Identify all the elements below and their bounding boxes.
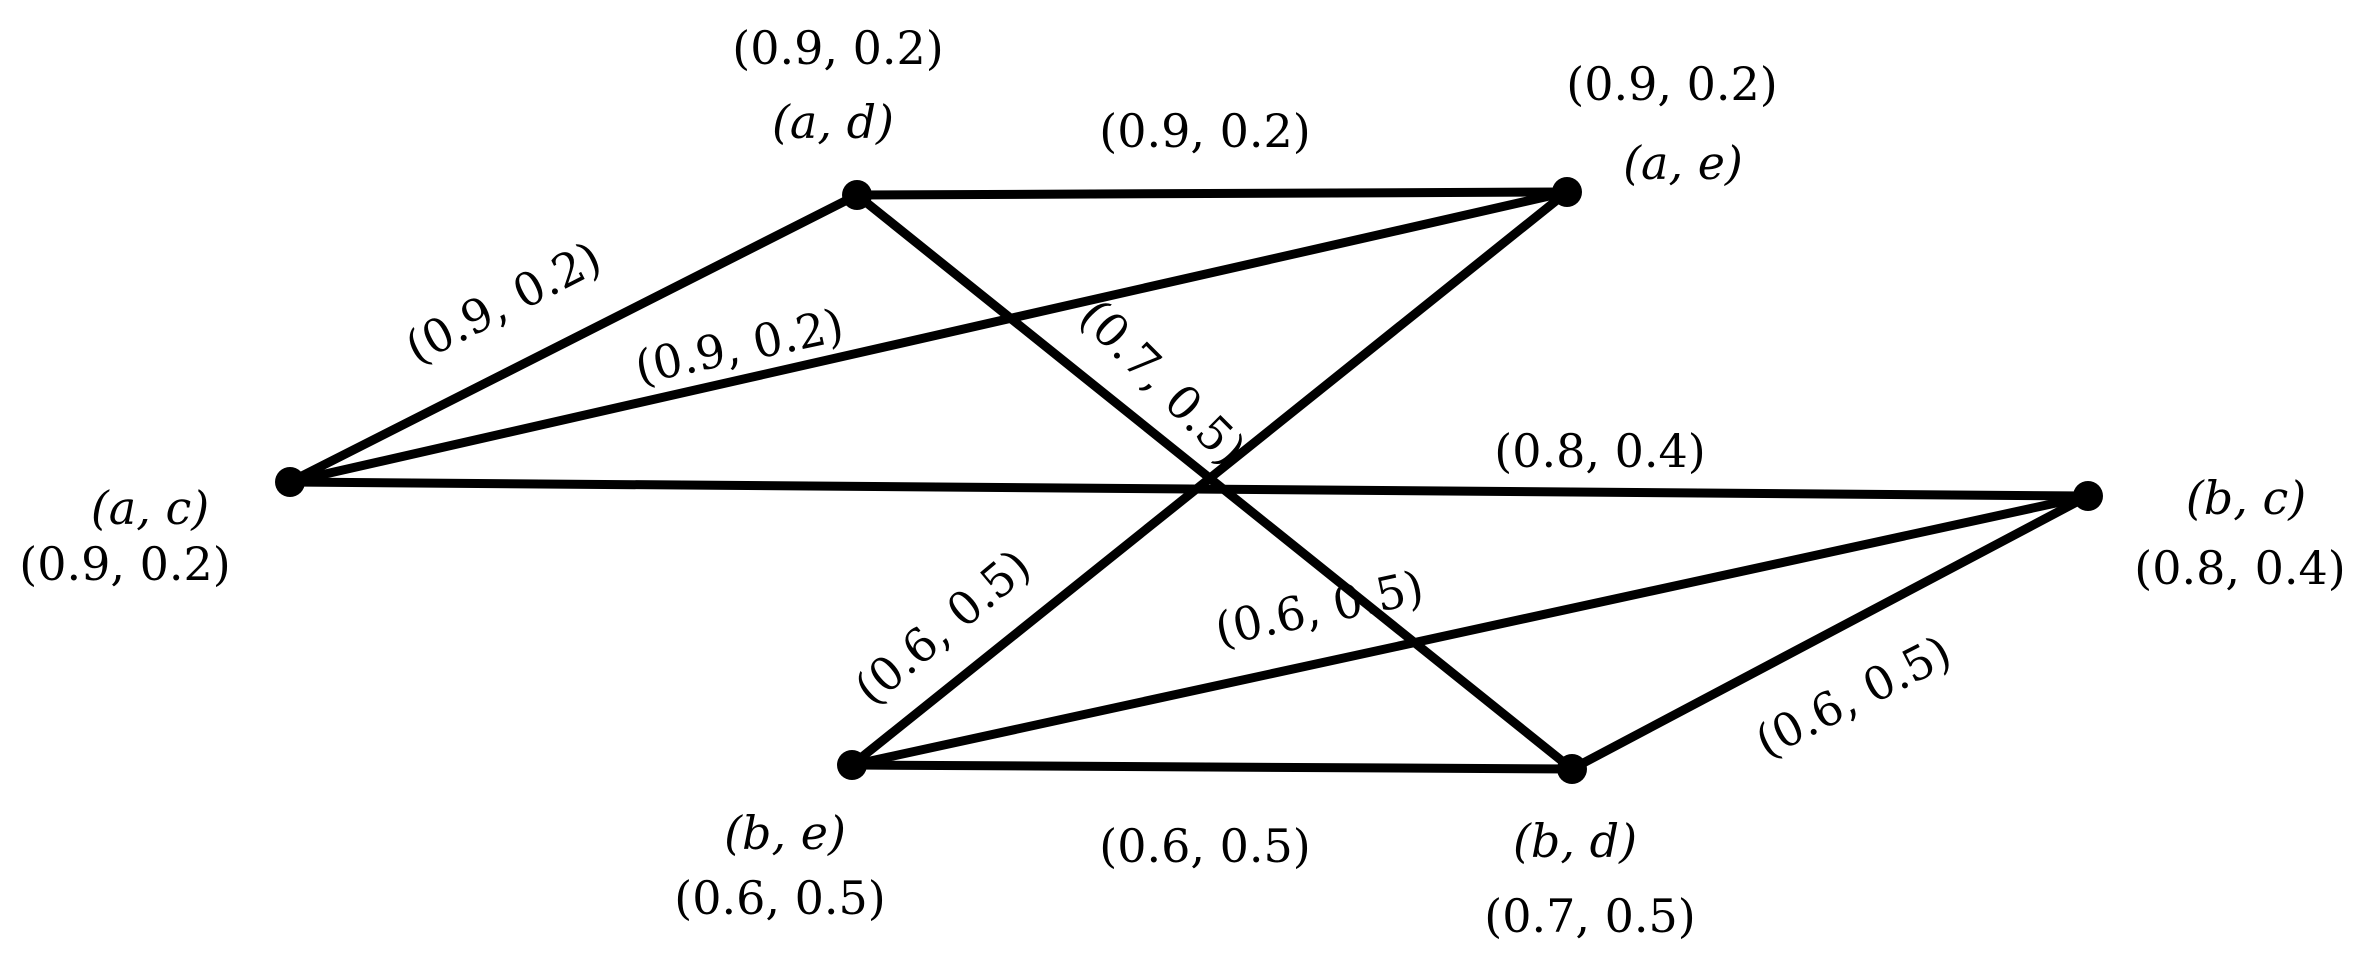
vertex-name-ae: (a, e) xyxy=(1623,136,1743,190)
edge-ad-bd xyxy=(852,190,1577,774)
edge-label-ac-bc: (0.8, 0.4) xyxy=(1494,424,1705,478)
nodes-layer xyxy=(275,177,2103,784)
vertex-name-be: (b, e) xyxy=(724,806,846,860)
edge-ac-ae xyxy=(285,187,1572,487)
edge-ad-ae xyxy=(852,187,1572,200)
edge-ac-bc xyxy=(285,477,2093,501)
vertex-ac xyxy=(275,467,305,497)
vertex-value-ad: (0.9, 0.2) xyxy=(732,21,943,75)
vertex-value-ae: (0.9, 0.2) xyxy=(1566,57,1777,111)
edge-be-bd xyxy=(847,760,1577,774)
vertex-name-ad: (a, d) xyxy=(772,95,894,149)
edge-label-be-bc: (0.6, 0.5) xyxy=(1210,560,1428,657)
vertex-value-be: (0.6, 0.5) xyxy=(674,871,885,925)
edge-label-ac-ad: (0.9, 0.2) xyxy=(397,230,610,374)
edge-ae-be xyxy=(847,187,1572,770)
edge-be-bc xyxy=(847,491,2093,770)
edges-layer xyxy=(285,187,2093,774)
vertex-be xyxy=(837,750,867,780)
vertex-name-bc: (b, c) xyxy=(2186,471,2306,525)
edge-label-bd-bc: (0.6, 0.5) xyxy=(1747,624,1960,768)
vertex-value-bd: (0.7, 0.5) xyxy=(1484,889,1695,943)
vertex-value-ac: (0.9, 0.2) xyxy=(19,537,230,591)
edge-label-be-bd: (0.6, 0.5) xyxy=(1099,819,1310,873)
edge-ac-ad xyxy=(285,190,862,487)
edge-bd-bc xyxy=(1567,491,2093,774)
vertex-name-ac: (a, c) xyxy=(91,481,209,535)
vertex-ad xyxy=(842,180,872,210)
vertex-bc xyxy=(2073,481,2103,511)
vertex-ae xyxy=(1552,177,1582,207)
vertex-bd xyxy=(1557,754,1587,784)
vertex-value-bc: (0.8, 0.4) xyxy=(2134,541,2345,595)
edge-label-ad-ae: (0.9, 0.2) xyxy=(1099,104,1310,158)
vertex-name-bd: (b, d) xyxy=(1513,814,1637,868)
